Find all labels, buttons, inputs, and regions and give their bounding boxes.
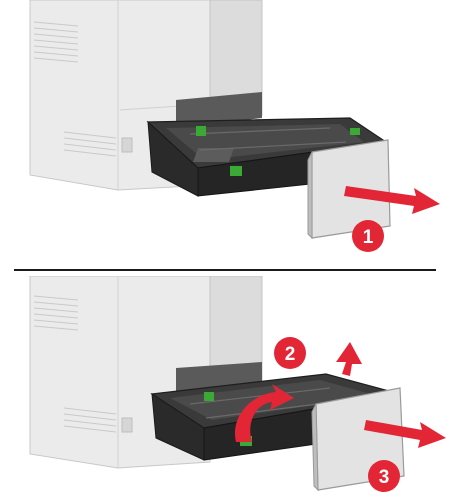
tray-cavity <box>176 92 262 128</box>
lift-curved-arrow-icon <box>235 384 294 442</box>
step-1-panel: 1 <box>29 0 440 252</box>
paper-guide-green-top <box>196 126 206 136</box>
step-3-number: 3 <box>379 467 390 488</box>
step-1-illustration: 1 <box>29 0 440 252</box>
paper-guide-green-top-lower <box>204 392 214 401</box>
pull-arrow-icon-lower <box>364 420 446 448</box>
paper-guide-green-right <box>350 128 360 135</box>
step-2-3-panel: 2 3 <box>0 276 450 502</box>
step-2-number: 2 <box>285 344 296 365</box>
up-arrow-icon <box>336 342 362 376</box>
step-1-number: 1 <box>363 227 374 248</box>
step-3-badge: 3 <box>368 460 400 492</box>
step-1-badge: 1 <box>352 220 384 252</box>
section-divider <box>14 269 436 271</box>
paper-guide-green-bottom <box>230 166 242 176</box>
pull-arrow-icon <box>344 186 440 214</box>
step-2-badge: 2 <box>274 337 306 369</box>
step-2-3-illustration: 2 3 <box>29 276 446 492</box>
